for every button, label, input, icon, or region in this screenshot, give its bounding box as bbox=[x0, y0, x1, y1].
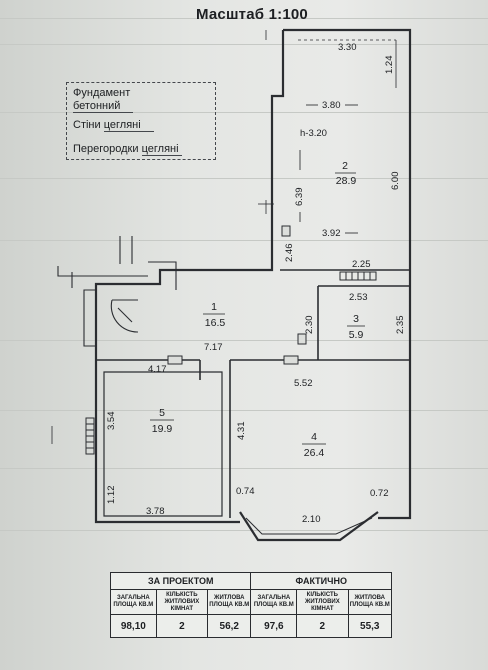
entrance-steps bbox=[57, 236, 177, 347]
foundation-value-row: бетонний bbox=[73, 100, 133, 113]
foundation-value: бетонний bbox=[73, 100, 133, 113]
dim-3-80: 3.80 bbox=[322, 100, 341, 111]
project-room-count: 2 bbox=[155, 614, 209, 639]
bay-window-inner bbox=[245, 517, 373, 535]
dim-2-53: 2.53 bbox=[349, 292, 368, 303]
dim-7-17: 7.17 bbox=[204, 342, 223, 353]
dim-4-31: 4.31 bbox=[236, 422, 247, 441]
room-1-number: 1 bbox=[211, 301, 217, 313]
dim-2-46: 2.46 bbox=[284, 244, 295, 263]
room-4-area: 26.4 bbox=[304, 447, 325, 459]
project-col-rooms: КІЛЬКІСТЬ ЖИТЛОВИХ КІМНАТ bbox=[155, 589, 209, 616]
actual-living-area: 55,3 bbox=[347, 614, 393, 639]
dim-2-30: 2.30 bbox=[304, 316, 315, 335]
walls-label: Стіни bbox=[73, 119, 101, 131]
door-swing bbox=[110, 299, 139, 333]
outer-wall-right bbox=[283, 28, 412, 520]
actual-col-living: ЖИТЛОВА ПЛОЩА КВ.М bbox=[347, 589, 393, 616]
room-3-number: 3 bbox=[353, 313, 359, 325]
faint-line bbox=[0, 530, 488, 531]
partitions-row: Перегородки цегляні bbox=[73, 143, 182, 156]
faint-line bbox=[0, 18, 488, 19]
doorway-marks bbox=[167, 225, 307, 365]
actual-header: ФАКТИЧНО bbox=[250, 571, 392, 591]
dim-3-92: 3.92 bbox=[322, 228, 341, 239]
actual-col-total: ЗАГАЛЬНА ПЛОЩА КВ.М bbox=[250, 589, 298, 616]
project-living-area: 56,2 bbox=[207, 614, 252, 639]
partitions-value: цегляні bbox=[141, 143, 182, 156]
area-summary-table: ЗА ПРОЕКТОМ ФАКТИЧНО ЗАГАЛЬНА ПЛОЩА КВ.М… bbox=[109, 571, 393, 639]
dim-1-12: 1.12 bbox=[106, 486, 117, 505]
dim-1-24: 1.24 bbox=[384, 56, 395, 75]
dim-4-17: 4.17 bbox=[148, 364, 167, 375]
dim-2-25: 2.25 bbox=[352, 259, 371, 270]
dim-3-30: 3.30 bbox=[338, 42, 357, 53]
room-1-area: 16.5 bbox=[205, 317, 226, 329]
walls-value: цегляні bbox=[103, 119, 154, 132]
project-col-living: ЖИТЛОВА ПЛОЩА КВ.М bbox=[207, 589, 252, 616]
dim-3-78: 3.78 bbox=[146, 506, 165, 517]
actual-room-count: 2 bbox=[296, 614, 349, 639]
room-3-area: 5.9 bbox=[349, 329, 364, 341]
dimension-lines bbox=[51, 30, 397, 444]
dim-2-35: 2.35 bbox=[395, 316, 406, 335]
faint-line bbox=[0, 240, 488, 241]
walls-row: Стіни цегляні bbox=[73, 119, 154, 132]
outer-wall-left bbox=[94, 30, 285, 524]
dim-6-39: 6.39 bbox=[294, 188, 305, 207]
dim-5-52: 5.52 bbox=[294, 378, 313, 389]
dimension-labels: 3.30 1.24 3.80 h-3.20 6.39 6.00 3.92 2.4… bbox=[106, 42, 406, 525]
table-group-header-row: ЗА ПРОЕКТОМ ФАКТИЧНО bbox=[109, 571, 392, 591]
dim-6-00: 6.00 bbox=[390, 172, 401, 191]
faint-line bbox=[0, 112, 488, 113]
actual-total-area: 97,6 bbox=[250, 614, 298, 639]
actual-col-rooms: КІЛЬКІСТЬ ЖИТЛОВИХ КІМНАТ bbox=[296, 589, 349, 616]
faint-line bbox=[0, 178, 488, 179]
project-col-total: ЗАГАЛЬНА ПЛОЩА КВ.М bbox=[110, 589, 157, 616]
project-total-area: 98,10 bbox=[110, 614, 157, 639]
dim-0-72: 0.72 bbox=[370, 488, 389, 499]
table-row: 98,10 2 56,2 97,6 2 55,3 bbox=[110, 614, 393, 639]
dim-0-74: 0.74 bbox=[236, 486, 255, 497]
partitions-label: Перегородки bbox=[73, 143, 139, 155]
dim-3-54: 3.54 bbox=[106, 412, 117, 431]
materials-stamp: Фундамент бетонний Стіни цегляні Перегор… bbox=[66, 82, 216, 160]
dim-2-10: 2.10 bbox=[302, 514, 321, 525]
faint-line bbox=[0, 468, 488, 469]
plan-walls bbox=[94, 28, 412, 542]
faint-line bbox=[0, 44, 488, 45]
room-5-area: 19.9 bbox=[152, 423, 173, 435]
room-2-area: 28.9 bbox=[336, 175, 357, 187]
room-5-number: 5 bbox=[159, 407, 165, 419]
scale-title: Масштаб 1:100 bbox=[196, 6, 308, 23]
room-labels: 2 28.9 1 16.5 3 5.9 4 26.4 5 19.9 bbox=[150, 160, 365, 459]
project-header: ЗА ПРОЕКТОМ bbox=[109, 571, 252, 591]
radiator-room2 bbox=[339, 271, 377, 281]
foundation-label: Фундамент bbox=[73, 87, 131, 99]
room-2-number: 2 bbox=[342, 160, 348, 172]
faint-line bbox=[0, 340, 488, 341]
room-4-number: 4 bbox=[311, 431, 317, 443]
bay-window bbox=[239, 511, 379, 542]
foundation-row: Фундамент bbox=[73, 87, 130, 99]
table-column-header-row: ЗАГАЛЬНА ПЛОЩА КВ.М КІЛЬКІСТЬ ЖИТЛОВИХ К… bbox=[110, 589, 393, 616]
faint-line bbox=[0, 410, 488, 411]
room5-inner bbox=[103, 371, 223, 517]
radiator-room5 bbox=[85, 417, 95, 455]
ceiling-height: h-3.20 bbox=[300, 128, 327, 139]
